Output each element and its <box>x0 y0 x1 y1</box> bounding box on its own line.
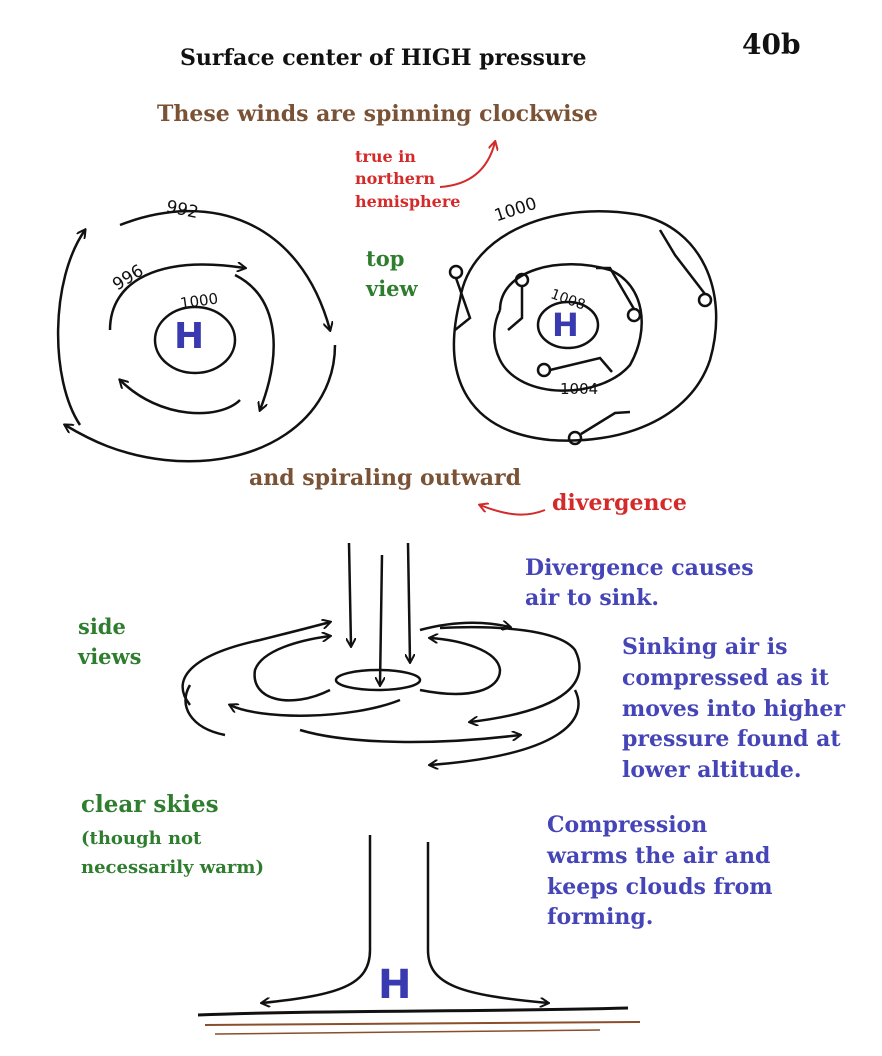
compress-note: Sinking air is compressed as it moves in… <box>622 634 845 784</box>
divergence-label: divergence <box>552 490 687 516</box>
page-id: 40b <box>742 28 801 61</box>
center-isobar <box>153 305 237 375</box>
inner-spiral-2 <box>234 273 275 410</box>
top-view-label: top view <box>366 246 418 302</box>
isobar-1000 <box>452 210 718 442</box>
bottom-high-symbol: H <box>378 962 412 1008</box>
clear-skies-label: clear skies <box>81 791 219 818</box>
ground <box>197 1006 641 1035</box>
sinking-air-arrows <box>349 542 410 685</box>
bottom-column <box>262 835 548 1003</box>
hemisphere-pointer-arrow <box>439 142 495 188</box>
isobar-label-1004: 1004 <box>560 380 599 398</box>
outer-spiral-1 <box>56 230 85 426</box>
clockwise-note: These winds are spinning clockwise <box>157 101 598 127</box>
page-title: Surface center of HIGH pressure <box>180 45 587 71</box>
outer-spiral-3 <box>65 344 337 463</box>
warm-note: Compression warms the air and keeps clou… <box>547 812 773 931</box>
right-top-view-map <box>448 210 718 446</box>
clear-skies-sub: (though not necessarily warm) <box>81 828 264 878</box>
left-top-view-map <box>56 209 337 463</box>
isobar-1008 <box>493 263 643 392</box>
outer-spiral-2 <box>119 209 330 330</box>
hemisphere-note: true in northern hemisphere <box>355 147 461 211</box>
left-high-symbol: H <box>174 316 205 357</box>
divergence-pointer-arrow <box>480 505 546 516</box>
outward-note: and spiraling outward <box>249 465 522 491</box>
center-isobar <box>536 300 600 350</box>
right-high-symbol: H <box>552 306 579 344</box>
inner-spiral-1 <box>108 265 245 331</box>
inner-spiral-3 <box>120 380 241 415</box>
sink-note: Divergence causes air to sink. <box>525 555 754 611</box>
side-view-divergence <box>181 622 581 765</box>
side-views-label: side views <box>78 614 142 670</box>
